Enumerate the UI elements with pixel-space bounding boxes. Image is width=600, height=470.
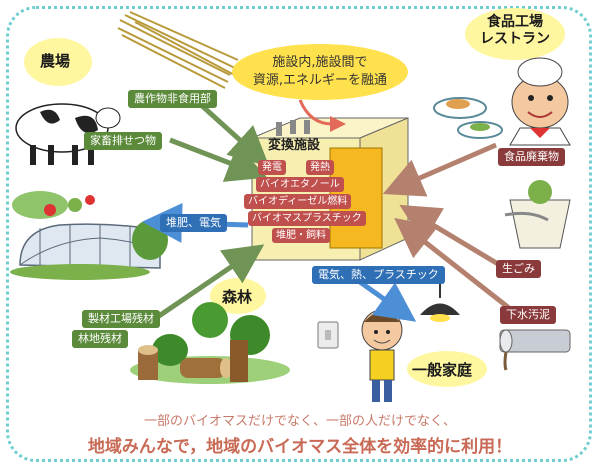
straw-bundle-icon (118, 12, 240, 88)
kitchen-garbage-icon (505, 180, 570, 248)
conv-item-biodiesel: バイオディーゼル燃料 (244, 194, 351, 209)
bubble-line1: 施設内,施設間で (272, 54, 367, 72)
flow-crop-waste-label: 農作物非食用部 (128, 90, 217, 108)
conv-item-bioplastic: バイオマスプラスチック (248, 211, 366, 226)
zone-forest-title: 森林 (222, 286, 252, 307)
plates-icon (434, 98, 502, 138)
flow-compost-electricity-label: 堆肥、電気 (160, 214, 227, 232)
zone-household-title: 一般家庭 (412, 359, 472, 380)
conv-item-heat: 発熱 (306, 160, 334, 175)
footer-line1: 一部のバイオマスだけでなく、一部の人だけでなく、 (0, 410, 600, 429)
zone-restaurant-title: 食品工場 レストラン (470, 14, 560, 48)
flow-to-household-label: 電気、熱、プラスチック (312, 266, 445, 284)
flow-kitchen-garbage-label: 生ごみ (496, 260, 541, 278)
conversion-facility-title: 変換施設 (268, 134, 320, 153)
flow-lumber-label: 製材工場残材 (82, 310, 160, 328)
arrow-crop-waste (200, 104, 262, 160)
conv-item-power: 発電 (258, 160, 286, 175)
greenhouse-icon (10, 191, 168, 280)
footer-line2: 地域みんなで，地域のバイオマス全体を効率的に利用！ (0, 432, 600, 457)
lamp-icon (420, 280, 460, 322)
sewage-pipe-icon (500, 330, 570, 370)
conv-item-bioethanol: バイオエタノール (256, 177, 344, 192)
bubble-line2: 資源,エネルギーを融通 (253, 72, 387, 90)
exchange-bubble: 施設内,施設間で 資源,エネルギーを融通 (232, 44, 408, 100)
flow-sewage-label: 下水汚泥 (500, 306, 556, 324)
zone-farm-title: 農場 (40, 50, 70, 71)
flow-forest-residue-label: 林地残材 (72, 330, 128, 348)
flow-livestock-label: 家畜排せつ物 (84, 132, 162, 150)
conv-item-compost-feed: 堆肥・飼料 (272, 228, 330, 243)
chef-icon (510, 58, 570, 145)
flow-food-waste-label: 食品廃棄物 (498, 148, 565, 166)
boy-icon (362, 310, 402, 402)
